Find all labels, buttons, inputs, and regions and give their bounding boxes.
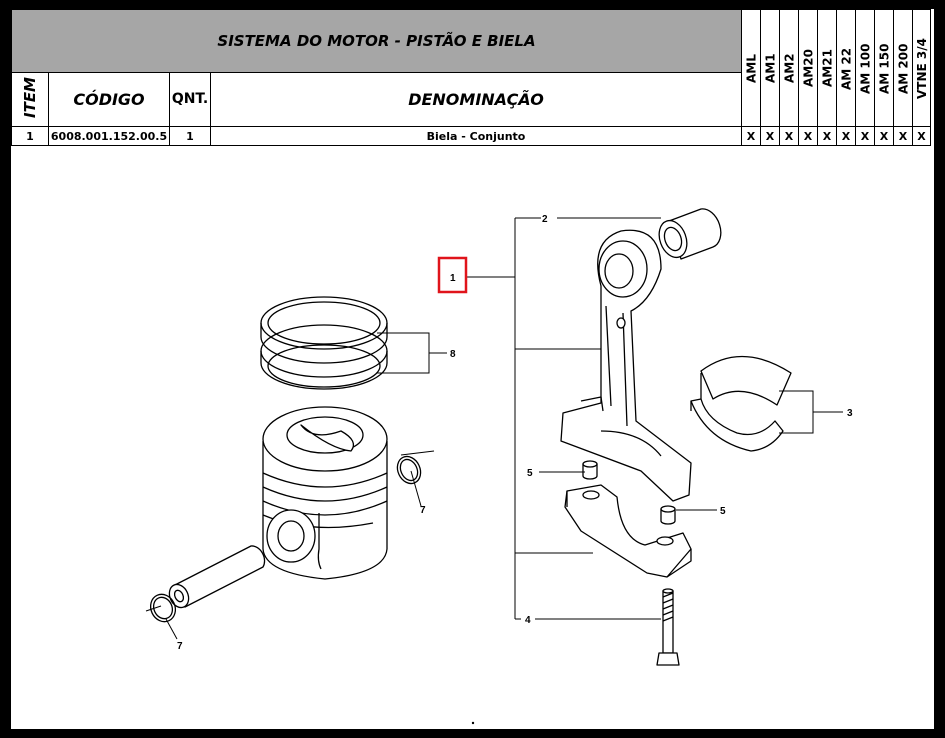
parts-table: SISTEMA DO MOTOR - PISTÃO E BIELA AML AM… xyxy=(11,9,931,146)
cell-mark: X xyxy=(874,126,894,146)
connecting-rod xyxy=(560,229,692,502)
callout-7a: 7 xyxy=(420,505,426,516)
piston xyxy=(262,406,388,580)
callout-labels: 2 1 8 3 5 5 7 7 4 xyxy=(177,214,853,652)
col-header-codigo: CÓDIGO xyxy=(48,71,170,128)
rod-cap xyxy=(564,484,692,578)
cell-item: 1 xyxy=(11,126,49,146)
col-header-item: ITEM xyxy=(11,71,49,128)
model-col-am1: AM1 xyxy=(760,9,780,127)
col-header-item-label: ITEM xyxy=(21,76,39,118)
col-header-denominacao: DENOMINAÇÃO xyxy=(210,71,742,128)
callout-2: 2 xyxy=(542,214,548,225)
cell-mark: X xyxy=(817,126,837,146)
dot-mark xyxy=(471,721,475,725)
callout-5a: 5 xyxy=(527,468,533,479)
col-header-qnt: QNT. xyxy=(169,71,211,128)
model-col-am150: AM 150 xyxy=(874,9,894,127)
model-col-am100: AM 100 xyxy=(855,9,875,127)
model-col-am22: AM 22 xyxy=(836,9,856,127)
piston-rings xyxy=(260,296,388,390)
callout-7b: 7 xyxy=(177,641,183,652)
small-end-bushing xyxy=(658,208,722,260)
callout-4: 4 xyxy=(525,615,531,626)
model-col-am21: AM21 xyxy=(817,9,837,127)
cell-mark: X xyxy=(912,126,931,146)
model-col-am2: AM2 xyxy=(779,9,799,127)
rod-bolt xyxy=(656,588,680,666)
cell-denominacao: Biela - Conjunto xyxy=(210,126,742,146)
callout-1: 1 xyxy=(450,273,456,284)
cell-mark: X xyxy=(798,126,818,146)
highlight-box-item-1 xyxy=(437,256,468,294)
callout-5b: 5 xyxy=(720,506,726,517)
leader-lines xyxy=(145,217,843,640)
model-col-am200: AM 200 xyxy=(893,9,913,127)
model-col-aml: AML xyxy=(741,9,761,127)
exploded-view-drawing: 2 1 8 3 5 5 7 7 4 xyxy=(145,208,853,725)
bearing-shells xyxy=(690,355,792,452)
cell-mark: X xyxy=(741,126,761,146)
callout-8: 8 xyxy=(450,349,456,360)
table-title: SISTEMA DO MOTOR - PISTÃO E BIELA xyxy=(11,9,742,73)
cell-mark: X xyxy=(779,126,799,146)
cell-mark: X xyxy=(855,126,875,146)
cell-codigo: 6008.001.152.00.5 xyxy=(48,126,170,146)
cell-mark: X xyxy=(836,126,856,146)
parts-sheet: SISTEMA DO MOTOR - PISTÃO E BIELA AML AM… xyxy=(10,8,935,730)
cell-mark: X xyxy=(893,126,913,146)
model-col-vtne: VTNE 3/4 xyxy=(912,9,931,127)
table-row: 1 6008.001.152.00.5 1 Biela - Conjunto X… xyxy=(11,126,931,146)
model-col-am20: AM20 xyxy=(798,9,818,127)
dowel-sleeves xyxy=(582,460,676,525)
cell-mark: X xyxy=(760,126,780,146)
cell-qnt: 1 xyxy=(169,126,211,146)
callout-3: 3 xyxy=(847,408,853,419)
piston-pin xyxy=(168,545,266,609)
